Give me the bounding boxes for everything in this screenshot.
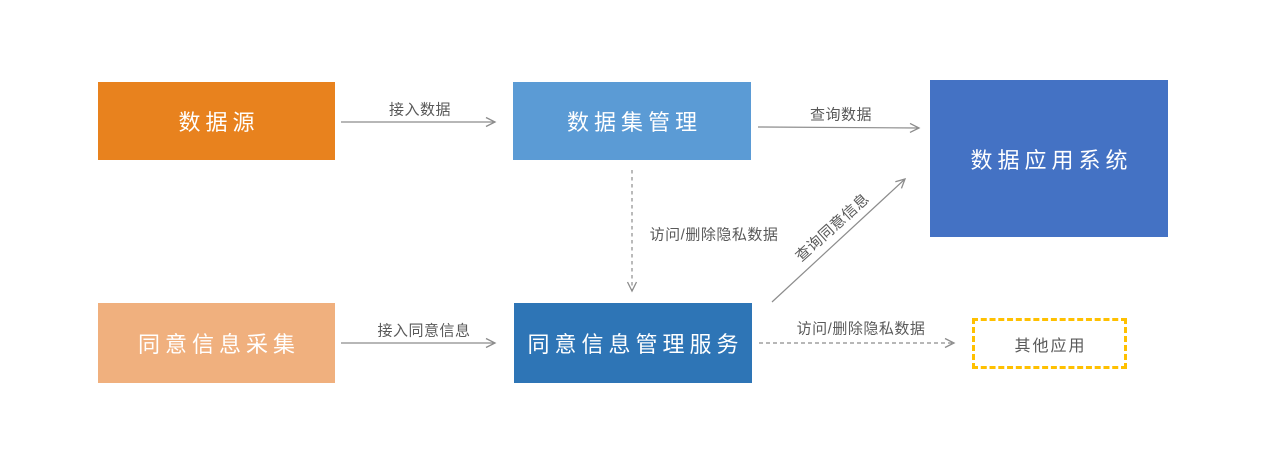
node-consent-info-collection: 同意信息采集 [98,303,335,383]
edge-query-data [757,122,921,134]
edge-label-access-consent-info: 接入同意信息 [377,322,471,340]
node-dataset-management-label: 数据集管理 [566,110,702,135]
edge-query-consent-info-diagonal [771,178,907,303]
node-other-applications-label: 其他应用 [1014,337,1087,355]
node-data-source-label: 数据源 [178,110,260,135]
edge-label-access-data: 接入数据 [388,101,452,119]
node-consent-management-service-label: 同意信息管理服务 [527,332,744,357]
edge-label-query-data: 查询数据 [809,106,873,124]
node-data-application-system: 数据应用系统 [930,80,1168,237]
node-data-source: 数据源 [98,82,335,160]
node-data-application-system-label: 数据应用系统 [970,147,1133,173]
node-consent-info-collection-label: 同意信息采集 [137,332,300,357]
node-dataset-management: 数据集管理 [513,82,751,160]
edge-label-access-delete-private-data-bottom: 访问/删除隐私数据 [796,320,926,338]
edge-label-access-delete-private-data-middle: 访问/删除隐私数据 [649,226,779,244]
node-other-applications: 其他应用 [972,318,1127,369]
node-consent-management-service: 同意信息管理服务 [514,303,752,383]
